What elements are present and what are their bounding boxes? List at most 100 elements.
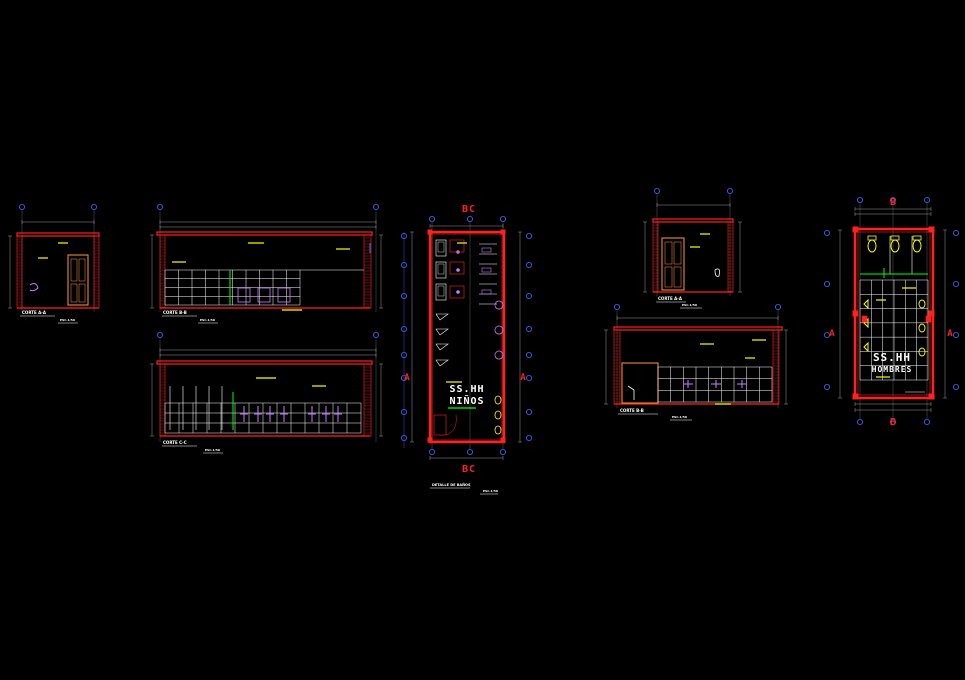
fixture-point: [456, 268, 460, 272]
section-aa-left: [8, 203, 100, 324]
axis-bubble: [428, 448, 435, 455]
axis-bubble: [775, 303, 782, 310]
fixture-lav: [918, 347, 926, 357]
dimension-line: [159, 348, 377, 352]
axis-bubble: [824, 280, 831, 287]
axis-bubble: [526, 351, 533, 358]
wall-column: [363, 363, 372, 437]
section-scale: ESC.1/50: [200, 318, 215, 322]
room-name-line2: NIÑOS: [449, 394, 484, 407]
column: [852, 310, 859, 317]
toilet: [437, 241, 445, 253]
axis-bubble: [526, 325, 533, 332]
door-panel: [78, 283, 86, 303]
fixture-tank: [912, 235, 922, 241]
axis-bubble: [499, 215, 506, 222]
section-cc-caption: CORTE C-C ESC.1/50: [163, 440, 220, 452]
column: [852, 226, 859, 233]
axis-bubble: [526, 408, 533, 415]
fixture-sink: [714, 268, 720, 277]
section-scale: ESC.1/50: [672, 415, 687, 419]
ceiling-slab: [652, 218, 734, 223]
axis-bubble: [890, 418, 897, 425]
outer-wall: [428, 230, 506, 444]
drawing-geometry: [8, 187, 960, 495]
section-scale: ESC.1/50: [205, 448, 220, 452]
dimension-line: [616, 316, 779, 320]
section-bb-left-caption: CORTE B-B ESC.1/50: [163, 310, 215, 322]
fixture-point: [456, 290, 460, 294]
dimension-line: [159, 225, 377, 229]
door-panel: [70, 283, 78, 303]
axis-bubble: [466, 448, 473, 455]
column: [500, 437, 506, 443]
dimension-line: [738, 221, 742, 293]
plan-hombres-labels: B B A A SS.HH HOMBRES: [829, 197, 953, 428]
side-mark-right: A: [947, 329, 953, 339]
fixture-wc: [494, 395, 502, 405]
axis-bubble: [526, 261, 533, 268]
cut-mark-b-bottom: B: [890, 417, 896, 428]
fixture-faucet: [737, 380, 747, 388]
fixture-sink: [494, 325, 504, 335]
axis-bubble: [824, 383, 831, 390]
plan-title: DETALLE DE BAÑOS: [432, 482, 471, 487]
urinal: [435, 313, 449, 321]
fixture-wc: [890, 239, 900, 253]
axis-bubble: [924, 196, 931, 203]
fixture-faucet: [280, 406, 288, 422]
wall-column-outline: [652, 221, 659, 293]
axis-bubble: [857, 196, 864, 203]
plan-scale: ESC.1/50: [483, 489, 498, 493]
cubicle: [449, 239, 465, 253]
urinal: [435, 343, 449, 351]
urinal: [863, 341, 869, 353]
axis-bubble: [857, 418, 864, 425]
column: [928, 226, 935, 233]
ceiling-slab: [156, 360, 373, 365]
axis-bubble: [614, 303, 621, 310]
ceiling-slab: [156, 231, 373, 236]
wall-stub: [861, 315, 868, 323]
fixture-lav: [918, 323, 926, 333]
axis-bubble: [953, 331, 960, 338]
door: [661, 237, 685, 291]
column: [852, 393, 859, 400]
fixture-tank: [867, 235, 877, 241]
column: [928, 393, 935, 400]
column: [427, 229, 433, 235]
fixture-tank: [890, 235, 900, 241]
section-bb-right-caption: CORTE B-B ESC.1/50: [620, 408, 687, 419]
axis-bubble: [466, 215, 473, 222]
tile-grid: [164, 402, 362, 434]
fixture-urinal: [277, 287, 291, 303]
dimension-line: [518, 231, 522, 443]
axis-bubble: [372, 331, 379, 338]
toilet: [437, 263, 445, 275]
wall-column: [772, 329, 780, 405]
ceiling-slab: [613, 326, 783, 331]
fixture-faucet: [240, 406, 248, 422]
column: [928, 310, 935, 317]
plan-hombres: [824, 196, 960, 425]
section-title: CORTE C-C: [163, 440, 187, 445]
fixture-wc: [494, 425, 502, 435]
axis-bubble: [654, 187, 661, 194]
cubicle: [449, 285, 465, 299]
cubicle: [449, 261, 465, 275]
fixture-faucet: [266, 406, 274, 422]
cut-mark-b-top: B: [462, 204, 468, 215]
axis-bubble: [91, 203, 98, 210]
fixture-wc: [912, 239, 922, 253]
fixture-faucet: [683, 380, 693, 388]
fixture-wc: [494, 410, 502, 420]
side-mark-right: A: [520, 373, 526, 383]
dimension-line: [604, 329, 608, 405]
axis-bubble: [372, 203, 379, 210]
fixture-wc: [627, 385, 635, 400]
ceiling-slab: [16, 232, 100, 237]
section-scale: ESC.1/50: [60, 318, 75, 322]
wall-column: [727, 221, 734, 293]
fixture-lav: [481, 267, 492, 273]
fixture-urinal: [257, 287, 271, 303]
